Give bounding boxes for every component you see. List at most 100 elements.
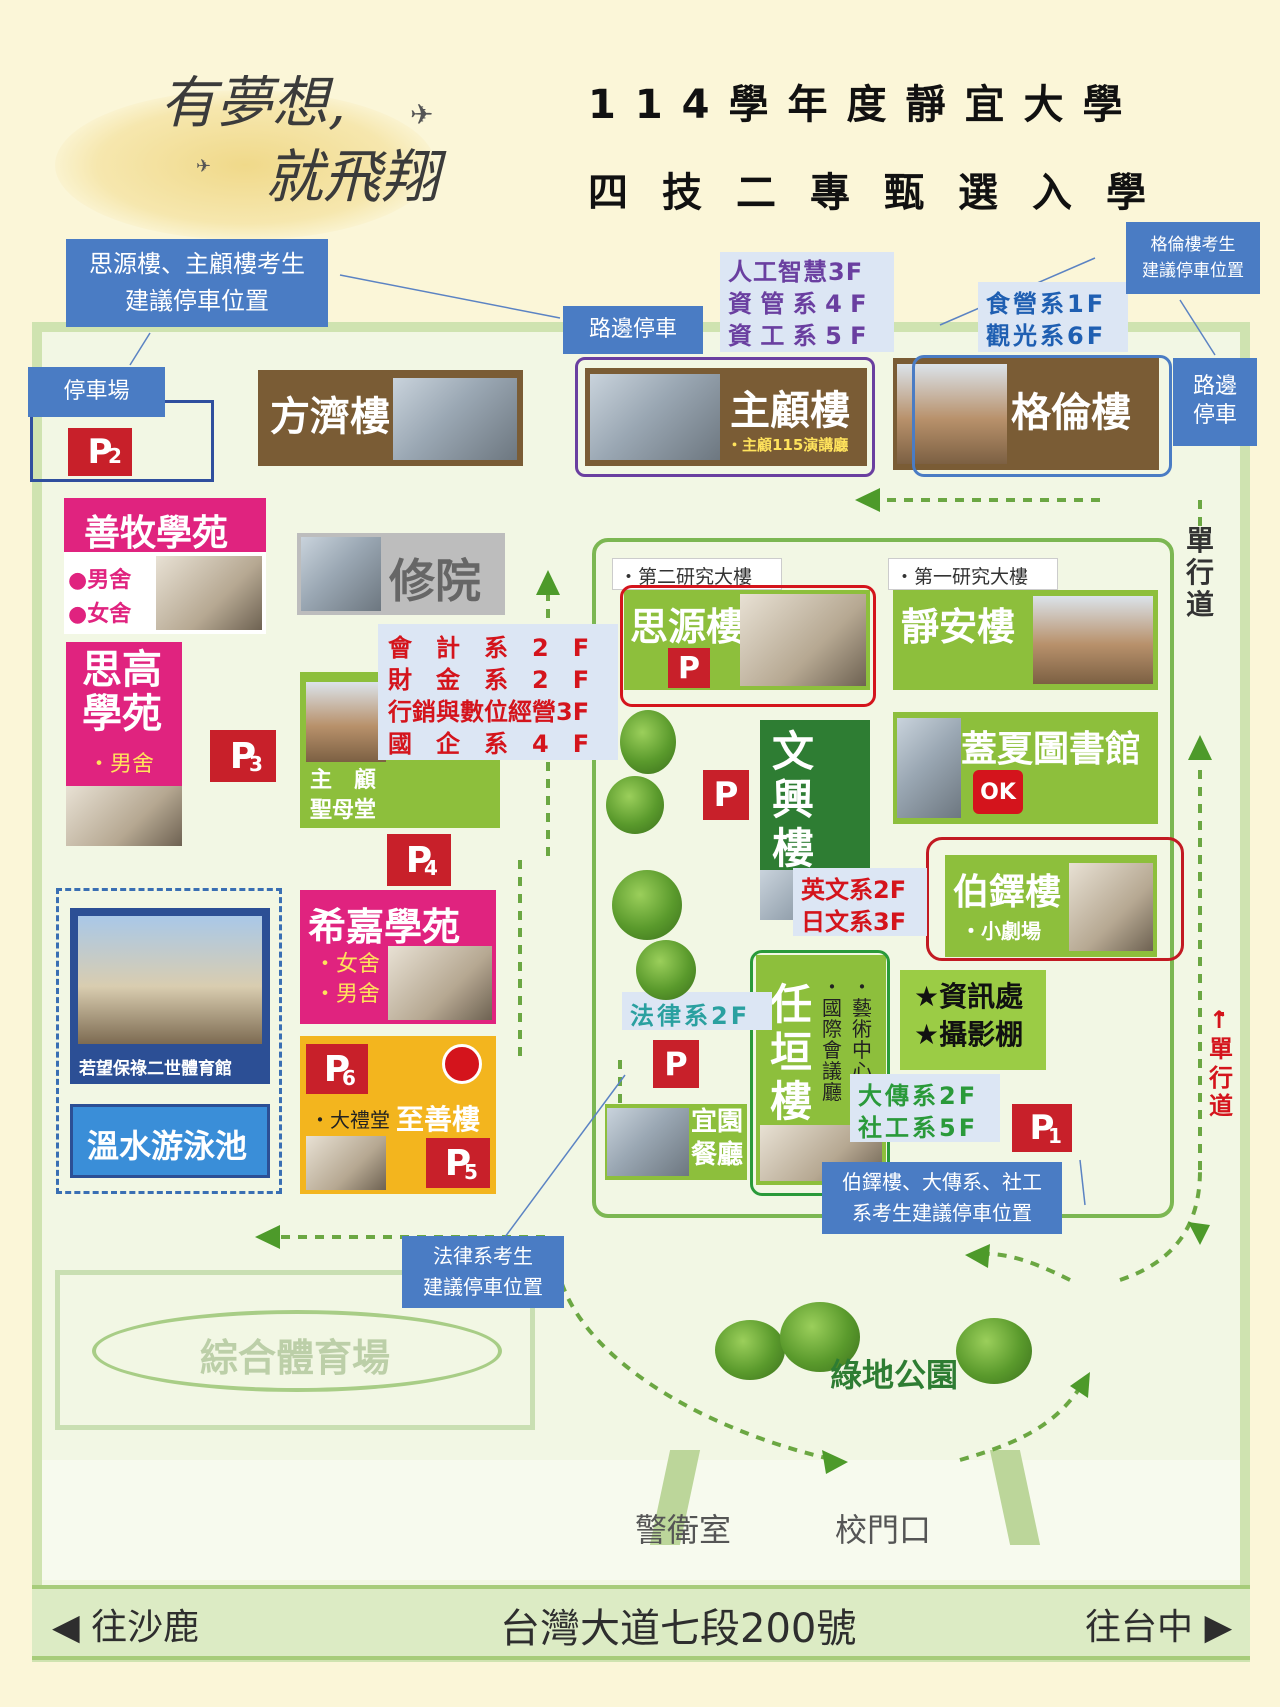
note-siyuan-parking: 思源樓、主顧樓考生 建議停車位置 (66, 239, 328, 327)
building-fangji-photo (393, 378, 517, 460)
building-sigao-label: 思高 學苑 (82, 647, 162, 737)
parking-p3-num: 3 (249, 752, 263, 776)
dept-wenxing-line1: 英文系2F (801, 876, 907, 904)
dept-accounting-line1: 會 計 系 2 F (388, 634, 590, 662)
building-siyuan: 思源樓 P (624, 590, 870, 690)
parking-sign-p6: P (306, 1044, 368, 1094)
building-gelun-photo (897, 364, 1007, 464)
building-gaixia-photo (897, 718, 961, 818)
building-pool: 溫水游泳池 (70, 1104, 270, 1178)
building-auditorium-label: ・大禮堂 (310, 1108, 390, 1132)
building-siyuan-photo (740, 594, 866, 686)
building-boyi-photo (1069, 863, 1153, 951)
dept-callout-renyuan: 大傳系2F 社工系5F (850, 1074, 1000, 1142)
ok-store-label: OK (980, 779, 1016, 805)
note-roadside-top: 路邊停車 (563, 306, 703, 354)
boyi-highlight-box (926, 837, 1184, 961)
dept-callout-accounting: 會 計 系 2 F 財 金 系 2 F 行銷與數位經營3F 國 企 系 4 F (378, 624, 618, 760)
second-research-label: ・第二研究大樓 (619, 566, 753, 588)
building-xiuyuan-label: 修院 (389, 554, 481, 608)
first-research-tag: ・第一研究大樓 (888, 558, 1058, 590)
building-pool-label: 溫水游泳池 (87, 1127, 248, 1165)
building-zhugu-sub: ・主顧115演講廳 (727, 436, 849, 454)
one-way-red-label: ↑ 單 行 道 (1209, 1006, 1233, 1121)
building-renyuan-conference: ・ 國 際 會 議 廳 (822, 975, 842, 1104)
building-sigao: 思高 學苑 ・男舍 (66, 642, 182, 846)
parking-sign-center: P (703, 770, 749, 820)
paper-plane-icon: ✈ (410, 98, 434, 131)
stadium-track (92, 1310, 502, 1392)
building-wenxing-label: 文 興 樓 (772, 727, 815, 873)
note-law-parking-text: 法律系考生 建議停車位置 (423, 1244, 543, 1299)
building-xiuyuan-photo (301, 537, 381, 611)
tree-cluster-2 (606, 776, 664, 834)
building-sigao-photo (66, 786, 182, 846)
building-siyuan-label: 思源樓 (630, 605, 745, 649)
dept-renyuan-line2: 社工系5F (858, 1114, 979, 1142)
parking-sign-law: P (653, 1040, 699, 1088)
gym-pool-area (56, 888, 282, 1194)
building-fangji-label: 方濟樓 (270, 394, 390, 440)
park-tree-3 (956, 1318, 1032, 1384)
slogan-line2: 就飛翔 (265, 143, 440, 211)
note-boyi-parking: 伯鐸樓、大傳系、社工 系考生建議停車位置 (822, 1162, 1062, 1234)
tree-cluster-4 (636, 940, 696, 1000)
note-roadside-right-text: 路邊 停車 (1192, 374, 1237, 428)
note-gelun-parking: 格倫樓考生 建議停車位置 (1126, 222, 1260, 294)
ok-store-icon: OK (973, 770, 1023, 814)
note-boyi-parking-text: 伯鐸樓、大傳系、社工 系考生建議停車位置 (842, 1170, 1042, 1225)
building-zhishan-photo (306, 1136, 386, 1190)
parking-sign-p1: P (1012, 1104, 1072, 1152)
note-parking-lot: 停車場 (28, 367, 165, 417)
building-boyi-sub: ・小劇場 (961, 919, 1041, 943)
parking-sign-siyuan: P (668, 648, 710, 688)
building-zhugu: 主顧樓 ・主顧115演講廳 (585, 368, 867, 466)
page-title-line2: 四技二專甄選入學 (588, 170, 1180, 216)
parking-sign-p3: P (210, 730, 276, 782)
dept-gelun-line1: 食營系1F (986, 290, 1107, 318)
tree-cluster-1 (620, 710, 676, 774)
parking-p1-num: 1 (1048, 1124, 1062, 1148)
building-xijia-label: 希嘉學苑 (308, 905, 461, 949)
guard-room-label: 警衛室 (635, 1511, 732, 1549)
campus-address: 台灣大道七段200號 (500, 1606, 857, 1652)
dept-callout-law: 法律系2F (622, 992, 772, 1030)
dept-accounting-line4: 國 企 系 4 F (388, 730, 590, 758)
dept-callout-gelun: 食營系1F 觀光系6F (978, 282, 1128, 352)
parking-sign-p4: P (387, 834, 451, 886)
building-xijia-photo (388, 946, 492, 1020)
dept-wenxing-line2: 日文系3F (801, 908, 907, 936)
building-xiuyuan: 修院 (297, 533, 505, 615)
zhishan-emblem-icon (442, 1044, 482, 1084)
first-research-label: ・第一研究大樓 (895, 566, 1029, 588)
building-jingan-label: 靜安樓 (901, 605, 1016, 649)
building-gym-photo (78, 916, 262, 1044)
parking-sign-p2: PP2 (68, 428, 132, 476)
zhugu-highlight-box (575, 357, 875, 477)
page-title-line1: 114學年度靜宜大學 (588, 82, 1142, 128)
building-fangji: 方濟樓 (258, 370, 523, 466)
building-zhugu-photo (590, 374, 720, 460)
dept-accounting-line2: 財 金 系 2 F (388, 666, 590, 694)
building-xijia: 希嘉學苑 ・女舍 ・男舍 (300, 890, 496, 1024)
building-chapel-label: 主 顧 聖母堂 (310, 768, 377, 823)
direction-to-shalu: ◀ 往沙鹿 (52, 1607, 200, 1648)
dept-callout-zhugu: 人工智慧3F 資 管 系 4 F 資 工 系 5 F (720, 252, 894, 352)
parking-p5-num: 5 (464, 1160, 478, 1184)
gelun-highlight-box (912, 355, 1172, 477)
note-parking-lot-text: 停車場 (63, 378, 130, 404)
dept-zhugu-line3: 資 工 系 5 F (728, 322, 867, 350)
building-sigao-sub: ・男舍 (88, 752, 155, 777)
building-renyuan: 任 垣 樓 ・ 國 際 會 議 廳 ・ 藝 術 中 心 (756, 955, 886, 1185)
building-gelun: 格倫樓 (893, 358, 1159, 470)
building-zhugu-label: 主顧樓 (730, 388, 850, 434)
stadium-label: 綜合體育場 (200, 1336, 391, 1380)
building-zhishan: P 6 ・大禮堂 至善樓 P 5 (300, 1036, 496, 1194)
one-way-label: 單 行 道 (1186, 524, 1215, 622)
dept-accounting-line3: 行銷與數位經營3F (388, 698, 590, 726)
building-xijia-sub: ・女舍 ・男舍 (314, 952, 381, 1007)
dept-gelun-line2: 觀光系6F (986, 322, 1107, 350)
parking-p6-num: 6 (342, 1066, 356, 1090)
renyuan-highlight-box (750, 950, 890, 1196)
building-gym: 若望保祿二世體育館 (70, 908, 270, 1084)
